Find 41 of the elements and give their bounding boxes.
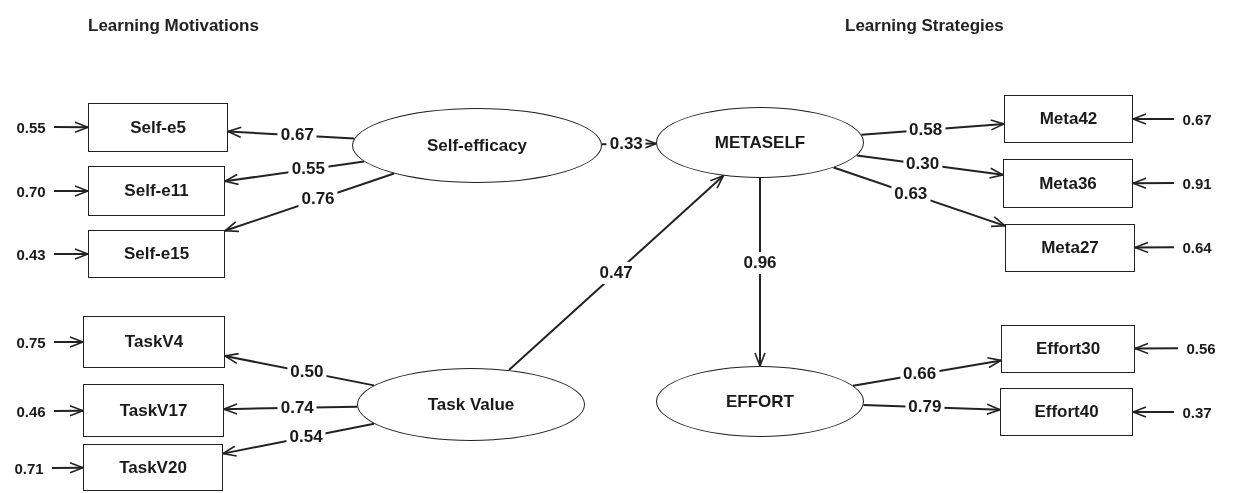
latent-ellipse: EFFORT (656, 366, 864, 437)
error-value: 0.55 (10, 116, 52, 138)
error-value: 0.64 (1176, 236, 1218, 258)
latent-ellipse: Task Value (357, 368, 585, 441)
arrow (1134, 241, 1175, 254)
indicator-box: TaskV17 (83, 384, 224, 437)
indicator-box: Self-e15 (88, 230, 225, 278)
arrow (1132, 177, 1175, 189)
error-value: 0.67 (1176, 108, 1218, 130)
latent-ellipse: Self-efficacy (352, 108, 602, 183)
arrow (754, 177, 766, 367)
indicator-box: Meta42 (1004, 95, 1133, 143)
indicator-box: Meta27 (1005, 224, 1135, 272)
error-value: 0.46 (10, 400, 52, 422)
error-value: 0.43 (10, 243, 52, 265)
indicator-box: TaskV4 (83, 316, 225, 368)
arrow (1134, 342, 1179, 355)
arrow (53, 185, 89, 197)
latent-ellipse: METASELF (656, 107, 864, 178)
error-value: 0.71 (8, 457, 50, 479)
error-value: 0.70 (10, 180, 52, 202)
indicator-box: Meta36 (1003, 159, 1133, 208)
arrow (1132, 113, 1175, 125)
arrow (51, 462, 84, 474)
arrow (1132, 406, 1175, 418)
error-value: 0.56 (1180, 337, 1222, 359)
indicator-box: TaskV20 (83, 444, 223, 491)
arrow (507, 174, 725, 372)
error-value: 0.91 (1176, 172, 1218, 194)
arrow (53, 121, 89, 133)
indicator-box: Self-e11 (88, 166, 225, 216)
arrow (53, 248, 89, 260)
indicator-box: Effort30 (1001, 325, 1135, 373)
arrow (53, 405, 84, 417)
error-value: 0.75 (10, 331, 52, 353)
indicator-box: Effort40 (1000, 388, 1133, 436)
section-heading: Learning Motivations (88, 16, 259, 36)
error-value: 0.37 (1176, 401, 1218, 423)
indicator-box: Self-e5 (88, 103, 228, 152)
arrow (53, 336, 84, 348)
section-heading: Learning Strategies (845, 16, 1004, 36)
